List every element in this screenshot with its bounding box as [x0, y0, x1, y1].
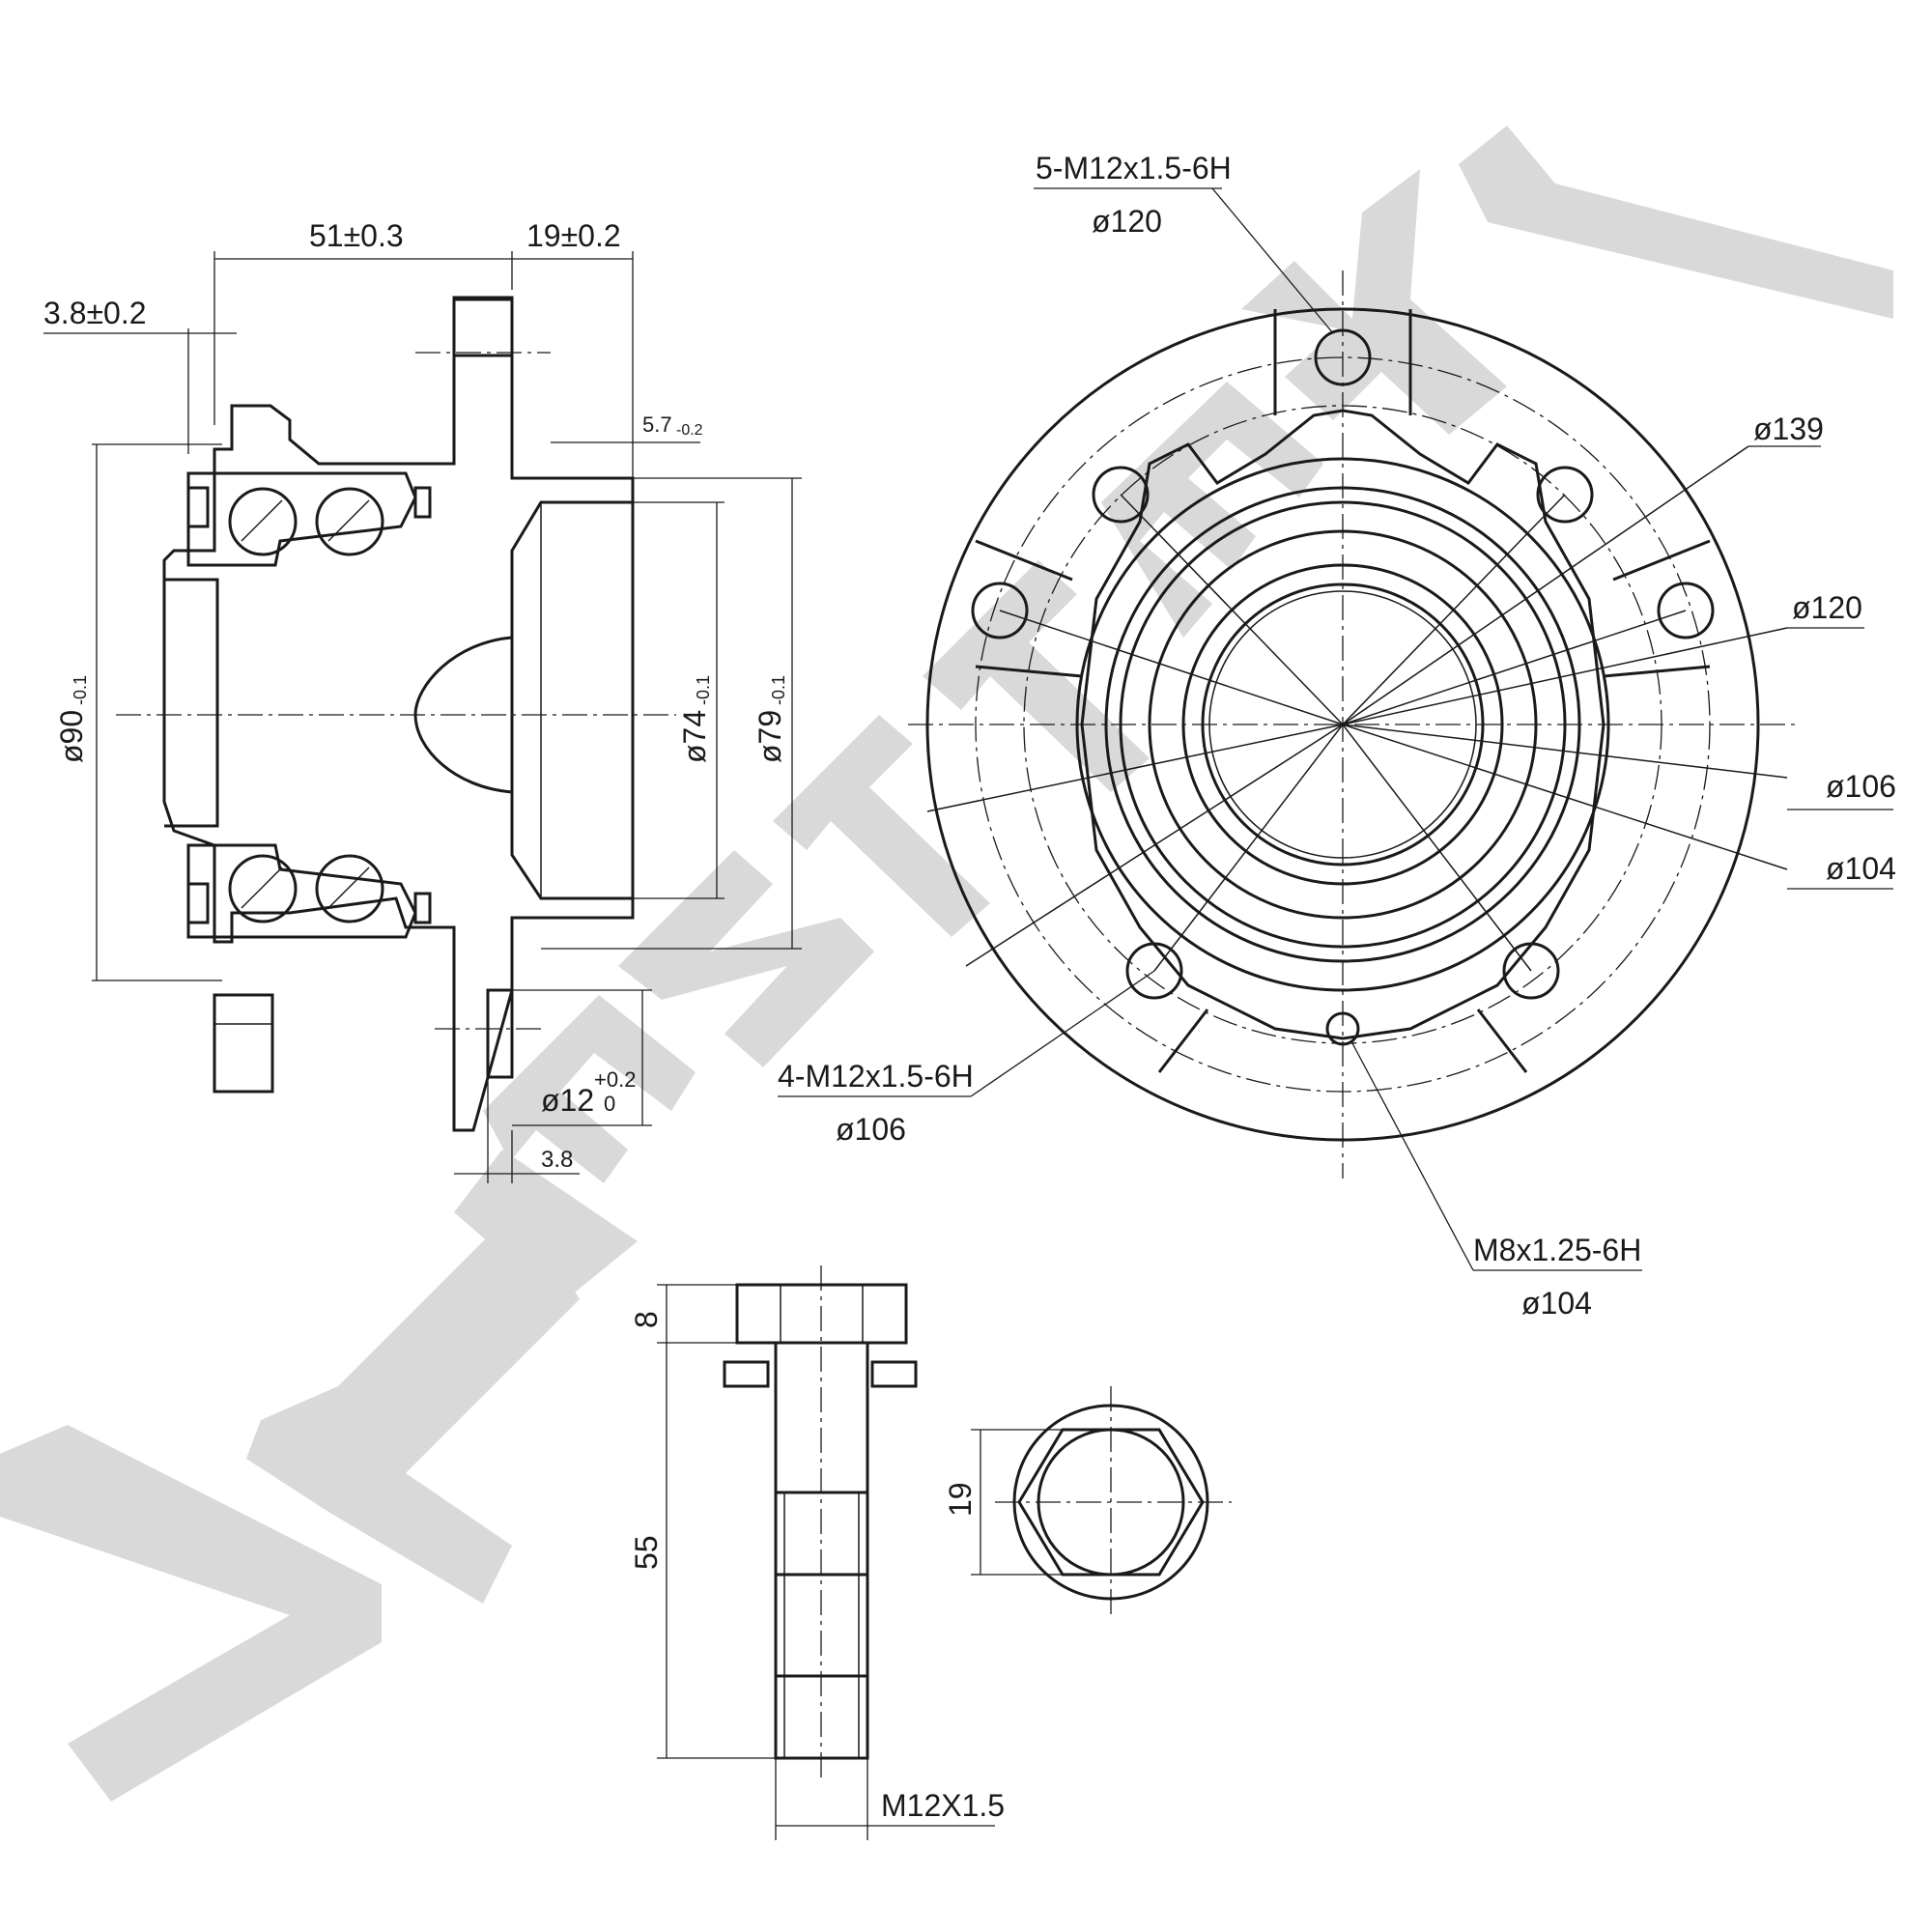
dim-3-8: 3.8±0.2 [43, 296, 147, 330]
bolt-dimensions: 8 55 M12X1.5 [629, 1284, 1005, 1840]
bolt-hole-upper-right [1536, 466, 1594, 524]
bolt-hole-right [1657, 582, 1715, 639]
label-dia139: ø139 [1753, 412, 1824, 446]
bolt-thread: M12X1.5 [881, 1788, 1005, 1823]
label-5-holes-pcd: ø120 [1092, 204, 1162, 239]
dim-dia12-tol-up: +0.2 [594, 1067, 636, 1092]
hub-body [162, 298, 635, 1132]
bolt-hex-size: 19 [943, 1482, 978, 1517]
bolt-knurl [775, 1574, 868, 1677]
bolt-head-height: 8 [629, 1311, 664, 1328]
bolt-end-view: 19 [943, 1386, 1232, 1618]
hub-section-view [116, 296, 676, 1132]
dim-3-8-lower: 3.8 [541, 1147, 573, 1173]
watermark-logo [0, 126, 1893, 1802]
dim-5-7: 5.7 [642, 412, 672, 437]
dim-dia90: ø90 [54, 710, 89, 763]
dim-dia12-tol-low: 0 [604, 1092, 615, 1116]
dim-51: 51±0.3 [309, 218, 404, 253]
bolt-side-view [723, 1265, 918, 1777]
dim-dia74-tol: -0.1 [694, 675, 713, 705]
label-dia104: ø104 [1826, 851, 1896, 886]
bolt-length: 55 [629, 1535, 664, 1570]
label-4-holes: 4-M12x1.5-6H [778, 1059, 974, 1094]
dim-dia79: ø79 [753, 710, 787, 763]
side-view-dimensions: 51±0.3 19±0.2 3.8±0.2 5.7 -0.2 ø90 -0.1 … [43, 218, 802, 1183]
bolt-hole-upper-left [1092, 466, 1150, 524]
label-m8: M8x1.25-6H [1473, 1233, 1641, 1267]
dim-5-7-tol: -0.2 [676, 422, 703, 439]
dim-dia79-tol: -0.1 [769, 675, 788, 705]
dim-dia12: ø12 [541, 1083, 594, 1118]
label-dia106: ø106 [1826, 769, 1896, 804]
dim-19: 19±0.2 [526, 218, 621, 253]
label-dia120: ø120 [1792, 590, 1862, 625]
dim-dia90-tol: -0.1 [71, 675, 90, 705]
label-4-holes-pcd: ø106 [836, 1112, 906, 1147]
hub-bore [510, 500, 635, 900]
bolt-hole-left [971, 582, 1029, 639]
dim-dia74: ø74 [677, 710, 712, 763]
hub-front-view [908, 270, 1797, 1179]
front-view-annotations: 5-M12x1.5-6H ø120 ø139 ø120 ø106 ø104 4-… [778, 151, 1896, 1321]
bolt-hole-lower-left [1125, 942, 1183, 1000]
label-m8-pcd: ø104 [1521, 1286, 1592, 1321]
label-5-holes: 5-M12x1.5-6H [1036, 151, 1232, 185]
bolt-hole-lower-right [1502, 942, 1560, 1000]
